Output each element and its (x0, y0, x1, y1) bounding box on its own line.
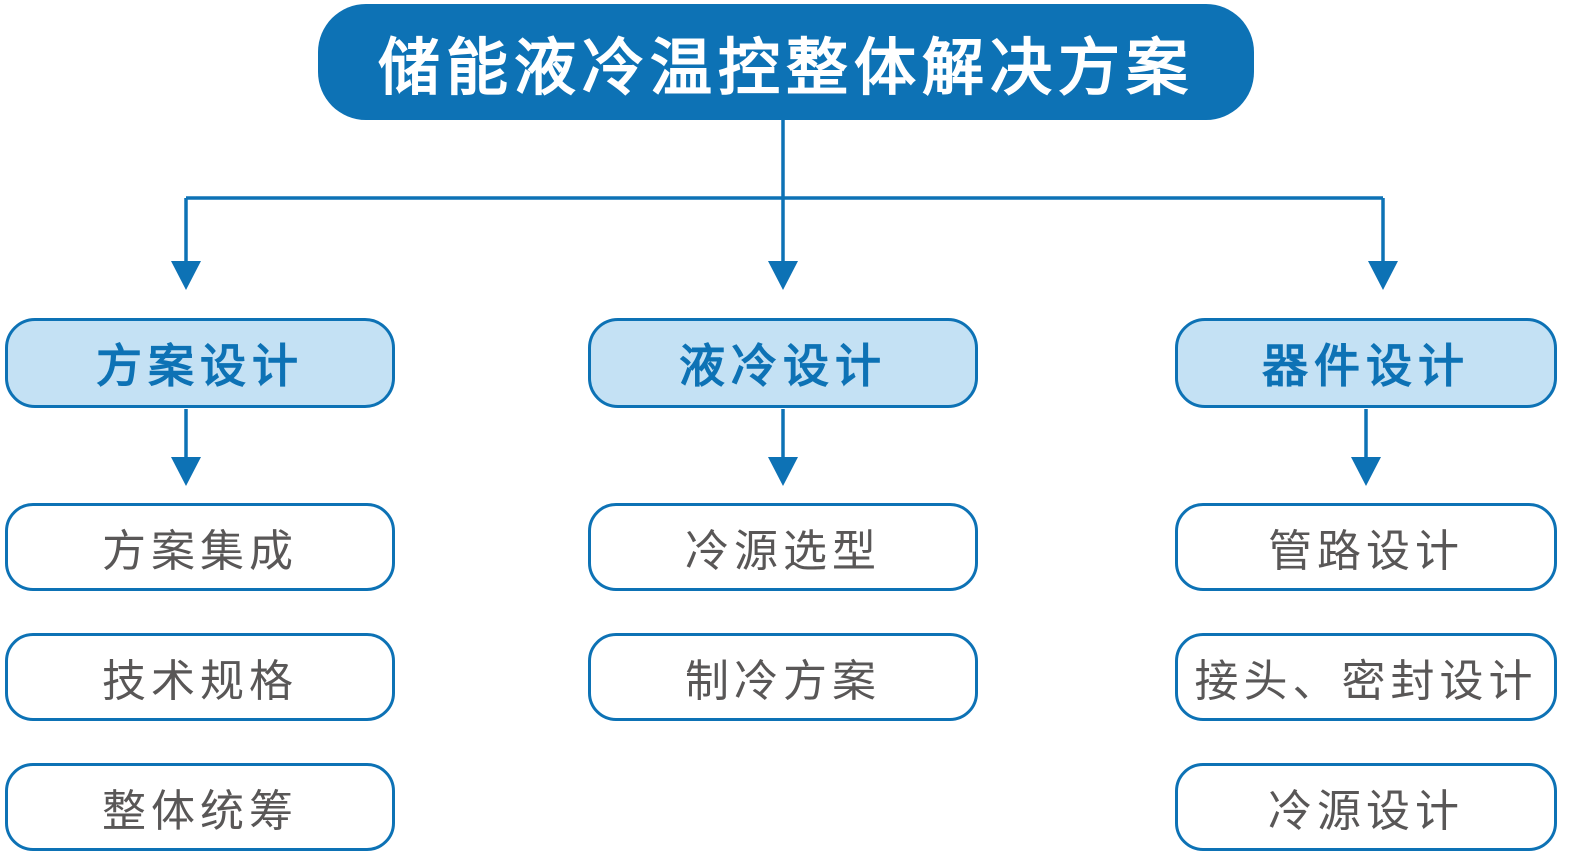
leaf-node-solution-integration: 方案集成 (5, 503, 395, 591)
arrow-down-icon (1368, 261, 1398, 290)
leaf-label: 制冷方案 (685, 657, 881, 706)
leaf-node-overall-coordination: 整体统筹 (5, 763, 395, 851)
arrow-down-icon (768, 261, 798, 290)
arrow-down-icon (171, 261, 201, 290)
header-node-liquid-cooling-design: 液冷设计 (588, 318, 978, 408)
arrow-down-icon (1351, 457, 1381, 486)
root-title-label: 储能液冷温控整体解决方案 (377, 34, 1194, 103)
leaf-node-refrigeration-scheme: 制冷方案 (588, 633, 978, 721)
leaf-node-piping-design: 管路设计 (1175, 503, 1557, 591)
leaf-label: 整体统筹 (102, 787, 298, 836)
leaf-label: 接头、密封设计 (1194, 657, 1538, 706)
arrow-down-icon (768, 457, 798, 486)
leaf-node-cold-source-selection: 冷源选型 (588, 503, 978, 591)
header-label: 液冷设计 (679, 340, 887, 392)
header-label: 器件设计 (1262, 340, 1470, 392)
arrow-down-icon (171, 457, 201, 486)
leaf-label: 技术规格 (102, 657, 298, 706)
leaf-node-cold-source-design: 冷源设计 (1175, 763, 1557, 851)
header-node-component-design: 器件设计 (1175, 318, 1557, 408)
leaf-label: 方案集成 (102, 527, 298, 576)
header-label: 方案设计 (96, 340, 304, 392)
leaf-node-technical-specs: 技术规格 (5, 633, 395, 721)
header-node-solution-design: 方案设计 (5, 318, 395, 408)
leaf-label: 管路设计 (1268, 527, 1464, 576)
root-title-node: 储能液冷温控整体解决方案 (318, 4, 1254, 120)
leaf-label: 冷源设计 (1268, 787, 1464, 836)
leaf-node-joint-seal-design: 接头、密封设计 (1175, 633, 1557, 721)
leaf-label: 冷源选型 (685, 527, 881, 576)
